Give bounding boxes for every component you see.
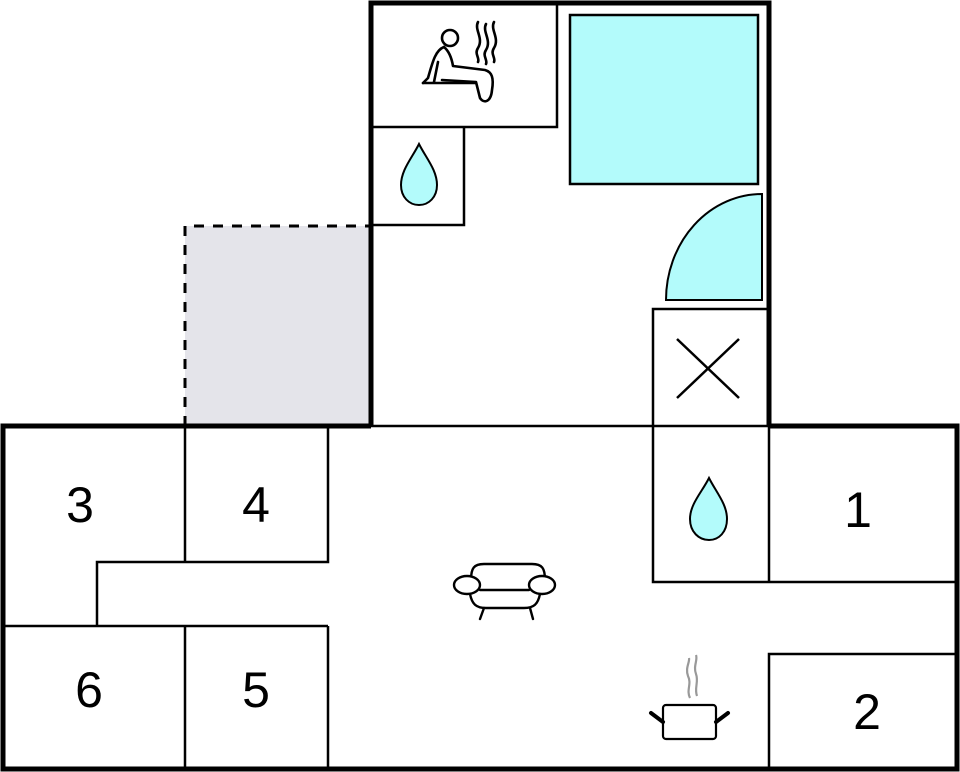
room-1-label: 1 [844,482,872,538]
room-5-label: 5 [242,662,270,718]
upper-shower-room [373,127,466,227]
terrace-area [183,224,371,426]
lower-wing-walls [0,423,960,772]
lower-shower-room [651,426,955,584]
sauna-room [373,5,559,129]
left-rooms-walls [5,426,330,767]
sauna-icon [421,20,498,103]
room-2-walls [767,652,955,767]
upper-wing-walls [368,0,772,426]
pool-icon [568,13,760,186]
shower-drop-icon-upper [399,141,439,207]
toilet-cross-icon [651,307,767,426]
shower-drop-icon-lower [688,475,729,542]
sofa-icon [452,562,557,621]
quarter-circle-shower-icon [664,192,763,301]
room-6-label: 6 [75,662,103,718]
room-4-label: 4 [242,477,270,533]
cooking-pot-icon [649,654,730,741]
room-3-label: 3 [66,477,94,533]
room-2-label: 2 [853,684,881,740]
